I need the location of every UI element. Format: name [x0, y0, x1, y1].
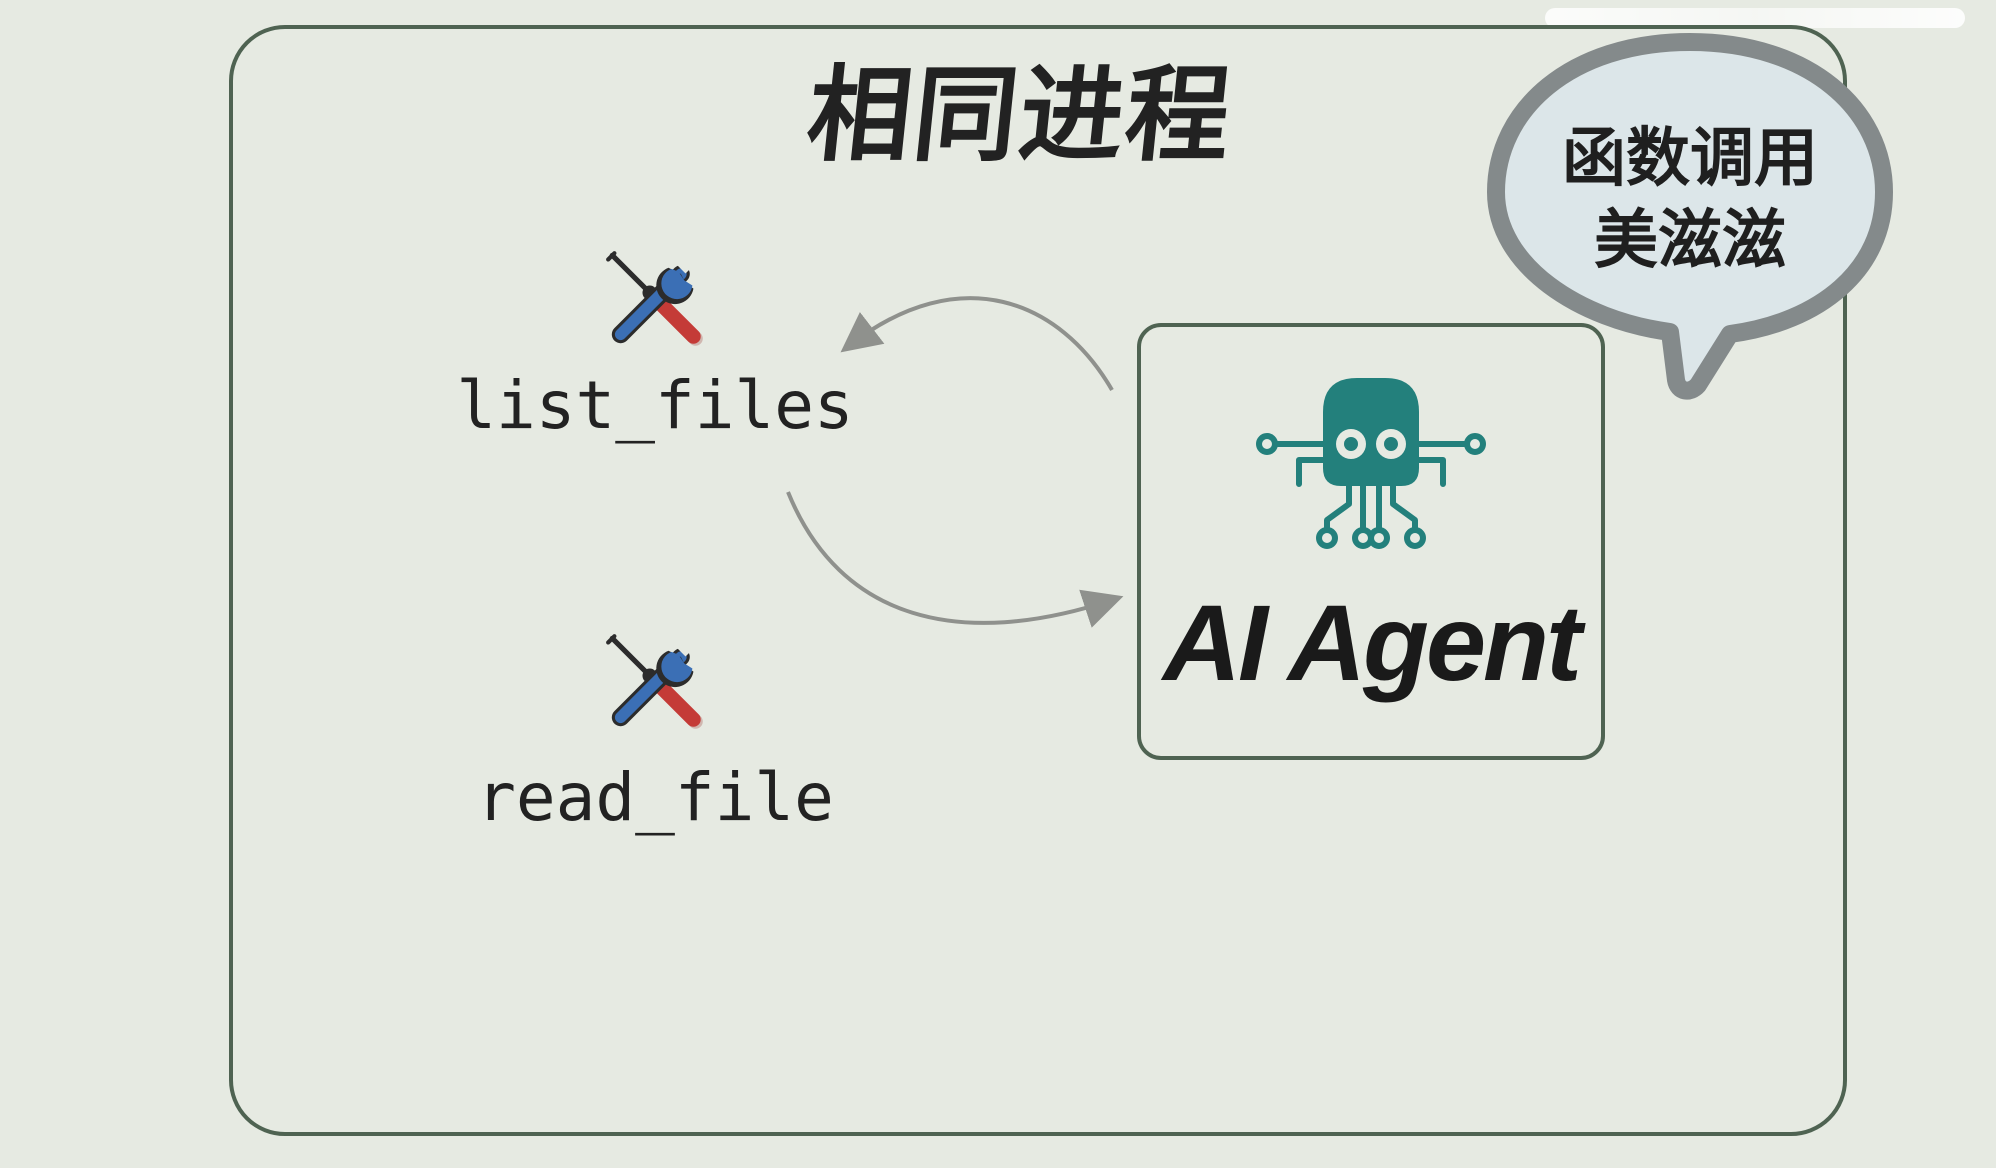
speech-bubble	[1487, 33, 1893, 400]
arrow-agent-to-list-files	[840, 296, 1114, 392]
tool-icon-list-files	[606, 251, 703, 346]
top-edge-artifact	[1545, 8, 1965, 28]
same-process-frame	[229, 25, 1847, 1136]
wrench-icon	[611, 638, 694, 727]
speech-bubble-line-2: 美滋滋	[1594, 204, 1786, 278]
speech-bubble-text: 函数调用 美滋滋	[1540, 118, 1840, 282]
tool-icon-read-file	[606, 634, 703, 729]
ai-agent-label: AI Agent	[1163, 582, 1582, 703]
tool-label-list-files: list_files	[456, 367, 854, 444]
octopus-circuit-icon	[1256, 378, 1486, 549]
arrow-list-files-to-agent	[786, 491, 1124, 628]
speech-bubble-line-1: 函数调用	[1562, 122, 1818, 196]
wrench-icon	[611, 255, 694, 344]
tool-label-read-file: read_file	[476, 759, 834, 836]
